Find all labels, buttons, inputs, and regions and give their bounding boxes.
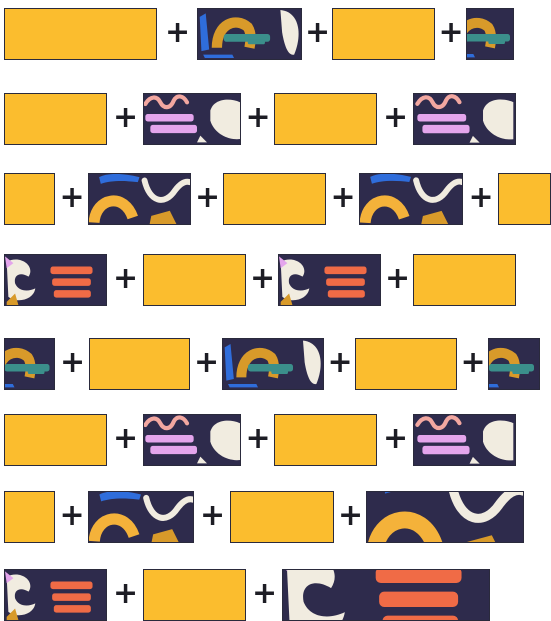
pattern-b-artwork <box>144 94 240 144</box>
pattern-d-artwork <box>279 255 380 305</box>
plus-sign: + <box>113 579 137 609</box>
yellow-block <box>223 173 326 225</box>
plus-sign: + <box>383 103 407 133</box>
pattern-c-tile <box>88 173 191 225</box>
pattern-c-tile <box>366 491 524 543</box>
pattern-a-tile <box>466 8 514 60</box>
yellow-block <box>274 414 377 466</box>
yellow-block <box>498 173 551 225</box>
yellow-block <box>413 254 516 306</box>
pattern-b-tile <box>413 93 516 145</box>
pattern-b-tile <box>143 93 241 145</box>
yellow-block <box>4 491 55 543</box>
pattern-d-artwork <box>5 570 106 620</box>
plus-sign: + <box>113 103 137 133</box>
plus-sign: + <box>469 183 493 213</box>
plus-sign: + <box>195 183 219 213</box>
pattern-a-artwork <box>489 339 539 389</box>
pattern-b-tile <box>143 414 241 466</box>
plus-sign: + <box>250 264 274 294</box>
pattern-a-tile <box>4 338 55 390</box>
yellow-block <box>4 173 55 225</box>
plus-sign: + <box>328 348 352 378</box>
yellow-block <box>4 93 107 145</box>
pattern-a-tile <box>197 8 302 60</box>
pattern-a-artwork <box>5 339 54 389</box>
plus-sign: + <box>200 501 224 531</box>
pattern-d-tile <box>4 254 107 306</box>
pattern-c-tile <box>359 173 463 225</box>
plus-sign: + <box>194 348 218 378</box>
pattern-d-tile <box>278 254 381 306</box>
plus-sign: + <box>246 424 270 454</box>
pattern-a-artwork <box>467 9 513 59</box>
plus-sign: + <box>461 348 485 378</box>
yellow-block <box>274 93 377 145</box>
plus-sign: + <box>113 264 137 294</box>
pattern-b-tile <box>413 414 516 466</box>
plus-sign: + <box>338 501 362 531</box>
plus-sign: + <box>305 18 329 48</box>
pattern-a-tile <box>222 338 324 390</box>
plus-sign: + <box>165 18 189 48</box>
pattern-c-artwork <box>89 174 190 224</box>
yellow-block <box>355 338 457 390</box>
pattern-c-tile <box>88 491 194 543</box>
plus-sign: + <box>60 348 84 378</box>
pattern-d-artwork <box>283 570 489 620</box>
plus-sign: + <box>385 264 409 294</box>
yellow-block <box>89 338 190 390</box>
plus-sign: + <box>113 424 137 454</box>
pattern-d-artwork <box>5 255 106 305</box>
pattern-d-tile <box>4 569 107 621</box>
pattern-c-artwork <box>360 174 462 224</box>
yellow-block <box>230 491 334 543</box>
yellow-block <box>143 254 246 306</box>
pattern-a-artwork <box>198 9 301 59</box>
pattern-b-artwork <box>414 415 515 465</box>
plus-sign: + <box>331 183 355 213</box>
pattern-c-artwork <box>89 492 193 542</box>
yellow-block <box>4 414 107 466</box>
pattern-c-artwork <box>367 492 523 542</box>
pattern-b-artwork <box>414 94 515 144</box>
plus-sign: + <box>60 501 84 531</box>
plus-sign: + <box>252 579 276 609</box>
plus-sign: + <box>246 103 270 133</box>
plus-sign: + <box>439 18 463 48</box>
yellow-block <box>332 8 435 60</box>
pattern-b-artwork <box>144 415 240 465</box>
plus-sign: + <box>383 424 407 454</box>
yellow-block <box>143 569 246 621</box>
pattern-a-tile <box>488 338 540 390</box>
yellow-block <box>4 8 157 60</box>
pattern-a-artwork <box>223 339 323 389</box>
pattern-d-tile <box>282 569 490 621</box>
plus-sign: + <box>60 183 84 213</box>
